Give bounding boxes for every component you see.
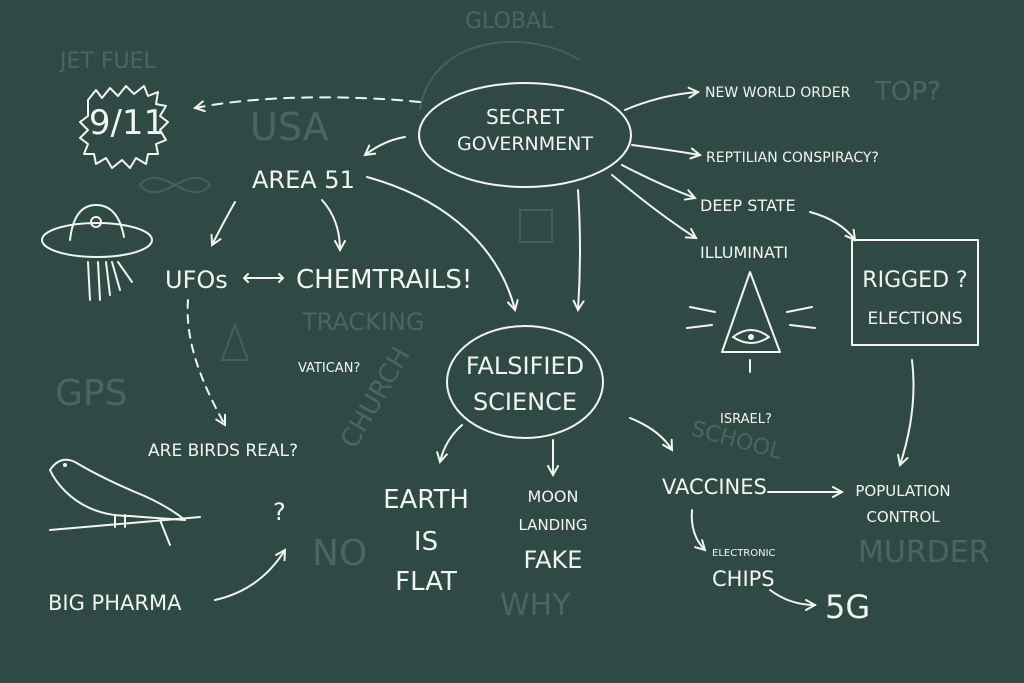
node-chips: CHIPS [712,567,775,591]
node-is: IS [414,527,438,557]
node-are-birds-real: ARE BIRDS REAL? [148,441,298,461]
arrow-to-chemtrails [321,199,340,250]
arrow-to-illuminati [611,174,696,238]
node-moon: MOON [528,487,579,506]
node-new-world-order: NEW WORLD ORDER [705,85,851,101]
node-government: GOVERNMENT [457,133,593,155]
arrow-to-5g [769,589,815,605]
arrow-pharma [214,550,285,601]
node-control: CONTROL [866,508,940,526]
node-deep-state: DEEP STATE [700,196,796,215]
node-falsified: FALSIFIED [466,352,584,380]
node-earth: EARTH [383,485,469,515]
node-vatican: VATICAN? [298,361,360,376]
node-elections: ELECTIONS [867,309,962,329]
node-chemtrails: CHEMTRAILS! [296,265,472,295]
arrow-to-area-51 [365,136,406,155]
arrow-to-birds [186,299,225,425]
node-landing: LANDING [518,516,587,534]
node-science: SCIENCE [473,388,577,416]
faint-gps: GPS [55,373,127,414]
node-vaccines: VACCINES [662,475,767,499]
arrow-to-9-11 [195,96,421,108]
faint-global: GLOBAL [465,9,554,34]
arrow-to-rigged [809,211,855,240]
node-illuminati: ILLUMINATI [700,243,788,262]
faint-usa: USA [250,105,329,149]
arrow-to-deep-state [621,164,695,198]
faint-infinity-icon [138,176,212,194]
faint-why: WHY [500,588,571,623]
faint-church: CHURCH [335,342,417,453]
arrow-to-ufos [212,201,236,245]
faint-square-icon [519,209,553,243]
node-question: ? [273,498,286,526]
node-secret: SECRET [486,105,565,129]
arrow-to-population [900,359,915,465]
faint-top: TOP? [874,77,941,107]
node-fake: FAKE [524,546,583,574]
arrow-to-nwo [624,92,698,111]
node-electronic: ELECTRONIC [712,548,776,559]
node-flat: FLAT [395,567,457,597]
starburst-icon [79,85,169,169]
arrow-to-chips [690,509,705,550]
node-rigged: RIGGED ? [862,268,967,293]
arrow-to-reptilian [631,144,700,155]
bird-icon [49,458,201,546]
node-area-51: AREA 51 [252,166,355,194]
node-big-pharma: BIG PHARMA [48,591,182,615]
faint-no: NO [312,533,367,574]
arrow-to-earth [440,424,463,462]
faint-jet-fuel: JET FUEL [58,49,156,74]
node-israel: ISRAEL? [720,412,772,427]
arrows [186,92,915,605]
node-ufos: UFOs [165,266,228,294]
ufo-icon [41,204,153,301]
arrow-to-vaccines [629,417,672,450]
node-5g: 5G [825,588,870,626]
node-population: POPULATION [855,482,950,500]
arrow-area51-to-science [366,176,515,310]
faint-arc [419,40,581,111]
arrow-gov-to-science [578,189,580,310]
secret-government-ellipse [418,82,632,188]
faint-triangle-icon [220,322,250,361]
double-arrow [243,273,284,283]
faint-murder: MURDER [858,535,990,570]
illuminati-pyramid-icon [686,271,816,373]
node-9-11: 9/11 [89,103,165,143]
faint-tracking: TRACKING [301,308,424,336]
node-reptilian: REPTILIAN CONSPIRACY? [706,150,879,166]
falsified-science-ellipse [446,325,604,439]
rigged-elections-box [851,239,979,346]
